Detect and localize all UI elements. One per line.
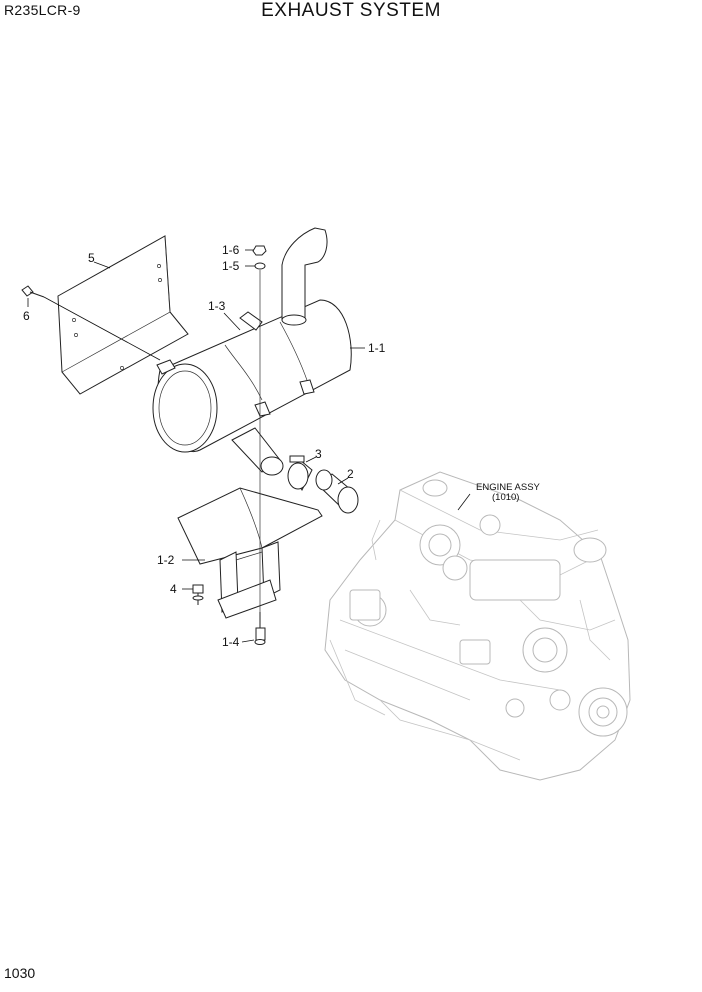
bolt-part-6 bbox=[21, 285, 161, 361]
bracket-part-1-2 bbox=[177, 487, 323, 619]
callout-6: 6 bbox=[23, 309, 30, 323]
engine-assy-ref: (1010) bbox=[492, 492, 519, 503]
page-title: EXHAUST SYSTEM bbox=[261, 0, 441, 21]
callout-1-5: 1-5 bbox=[222, 259, 240, 273]
model-number: R235LCR-9 bbox=[4, 2, 81, 18]
clamp-part-3 bbox=[287, 455, 313, 492]
callout-3: 3 bbox=[315, 447, 322, 461]
callout-1-4: 1-4 bbox=[222, 635, 240, 649]
leader-lines bbox=[27, 249, 471, 643]
callout-1-1: 1-1 bbox=[368, 341, 386, 355]
pipe-part-2 bbox=[315, 469, 359, 514]
engine-assembly-drawing bbox=[324, 471, 631, 781]
heat-shield-part-5 bbox=[57, 235, 189, 395]
callout-1-6: 1-6 bbox=[222, 243, 240, 257]
nut-part-1-6 bbox=[252, 245, 267, 256]
callout-2: 2 bbox=[347, 467, 354, 481]
callout-4: 4 bbox=[170, 582, 177, 596]
callout-1-2: 1-2 bbox=[157, 553, 175, 567]
washer-part-1-5 bbox=[254, 262, 266, 270]
bolt-part-1-4 bbox=[254, 612, 266, 645]
muffler-part-1-1 bbox=[152, 227, 352, 476]
engine-assy-label: ENGINE ASSY bbox=[476, 482, 541, 493]
page-number: 1030 bbox=[4, 965, 36, 981]
bolt-part-4 bbox=[192, 584, 204, 605]
callout-1-3: 1-3 bbox=[208, 299, 226, 313]
callout-5: 5 bbox=[88, 251, 95, 265]
